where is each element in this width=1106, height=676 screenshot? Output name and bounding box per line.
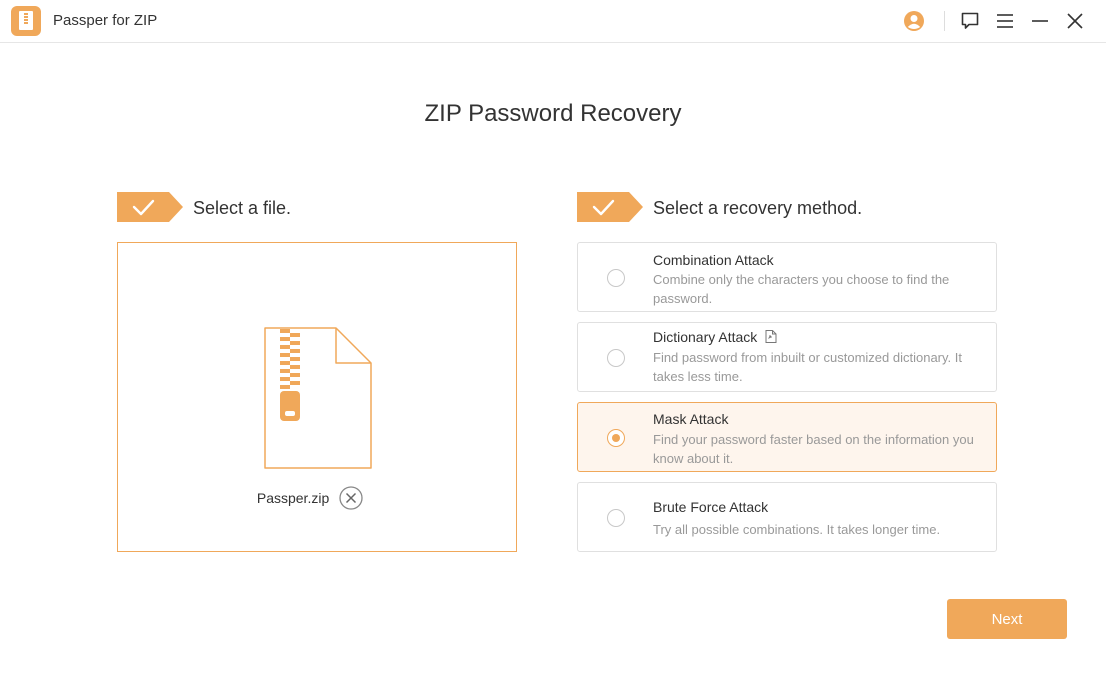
method-title: Combination Attack	[653, 252, 774, 268]
selected-file: Passper.zip	[118, 486, 518, 510]
step-complete-check-icon	[577, 192, 643, 222]
radio-mask-attack[interactable]	[607, 429, 625, 447]
dictionary-file-icon[interactable]	[765, 330, 777, 343]
page-title: ZIP Password Recovery	[424, 100, 682, 127]
step-complete-check-icon	[117, 192, 183, 222]
method-title: Mask Attack	[653, 411, 729, 427]
app-logo-icon	[11, 6, 41, 36]
method-combination-attack[interactable]: Combination Attack Combine only the char…	[577, 242, 997, 312]
minimize-icon[interactable]	[1028, 9, 1052, 33]
zip-file-icon	[264, 327, 372, 469]
app-title: Passper for ZIP	[53, 12, 158, 29]
method-dictionary-attack[interactable]: Dictionary Attack Find password from inb…	[577, 322, 997, 392]
menu-icon[interactable]	[993, 9, 1017, 33]
step-select-file-label: Select a file.	[193, 198, 292, 218]
radio-brute-force-attack[interactable]	[607, 509, 625, 527]
title-bar: Passper for ZIP	[0, 0, 1106, 43]
step-select-method-label: Select a recovery method.	[653, 198, 863, 218]
feedback-icon[interactable]	[958, 9, 982, 33]
close-icon[interactable]	[1063, 9, 1087, 33]
remove-file-icon[interactable]	[339, 486, 363, 510]
method-description: Combine only the characters you choose t…	[653, 272, 950, 306]
radio-dictionary-attack[interactable]	[607, 349, 625, 367]
file-select-area[interactable]: Passper.zip	[117, 242, 517, 552]
method-description: Find password from inbuilt or customized…	[653, 350, 962, 384]
method-description: Find your password faster based on the i…	[653, 432, 974, 466]
method-brute-force-attack[interactable]: Brute Force Attack Try all possible comb…	[577, 482, 997, 552]
title-bar-divider	[944, 11, 945, 31]
method-title: Brute Force Attack	[653, 499, 769, 515]
method-description: Try all possible combinations. It takes …	[653, 522, 941, 537]
account-icon[interactable]	[902, 9, 926, 33]
method-mask-attack[interactable]: Mask Attack Find your password faster ba…	[577, 402, 997, 472]
file-name-label: Passper.zip	[256, 490, 330, 506]
radio-combination-attack[interactable]	[607, 269, 625, 287]
next-button[interactable]: Next	[947, 599, 1067, 639]
radio-selected-dot	[612, 434, 620, 442]
method-title-row: Dictionary Attack	[653, 329, 777, 345]
method-title: Dictionary Attack	[653, 329, 758, 345]
